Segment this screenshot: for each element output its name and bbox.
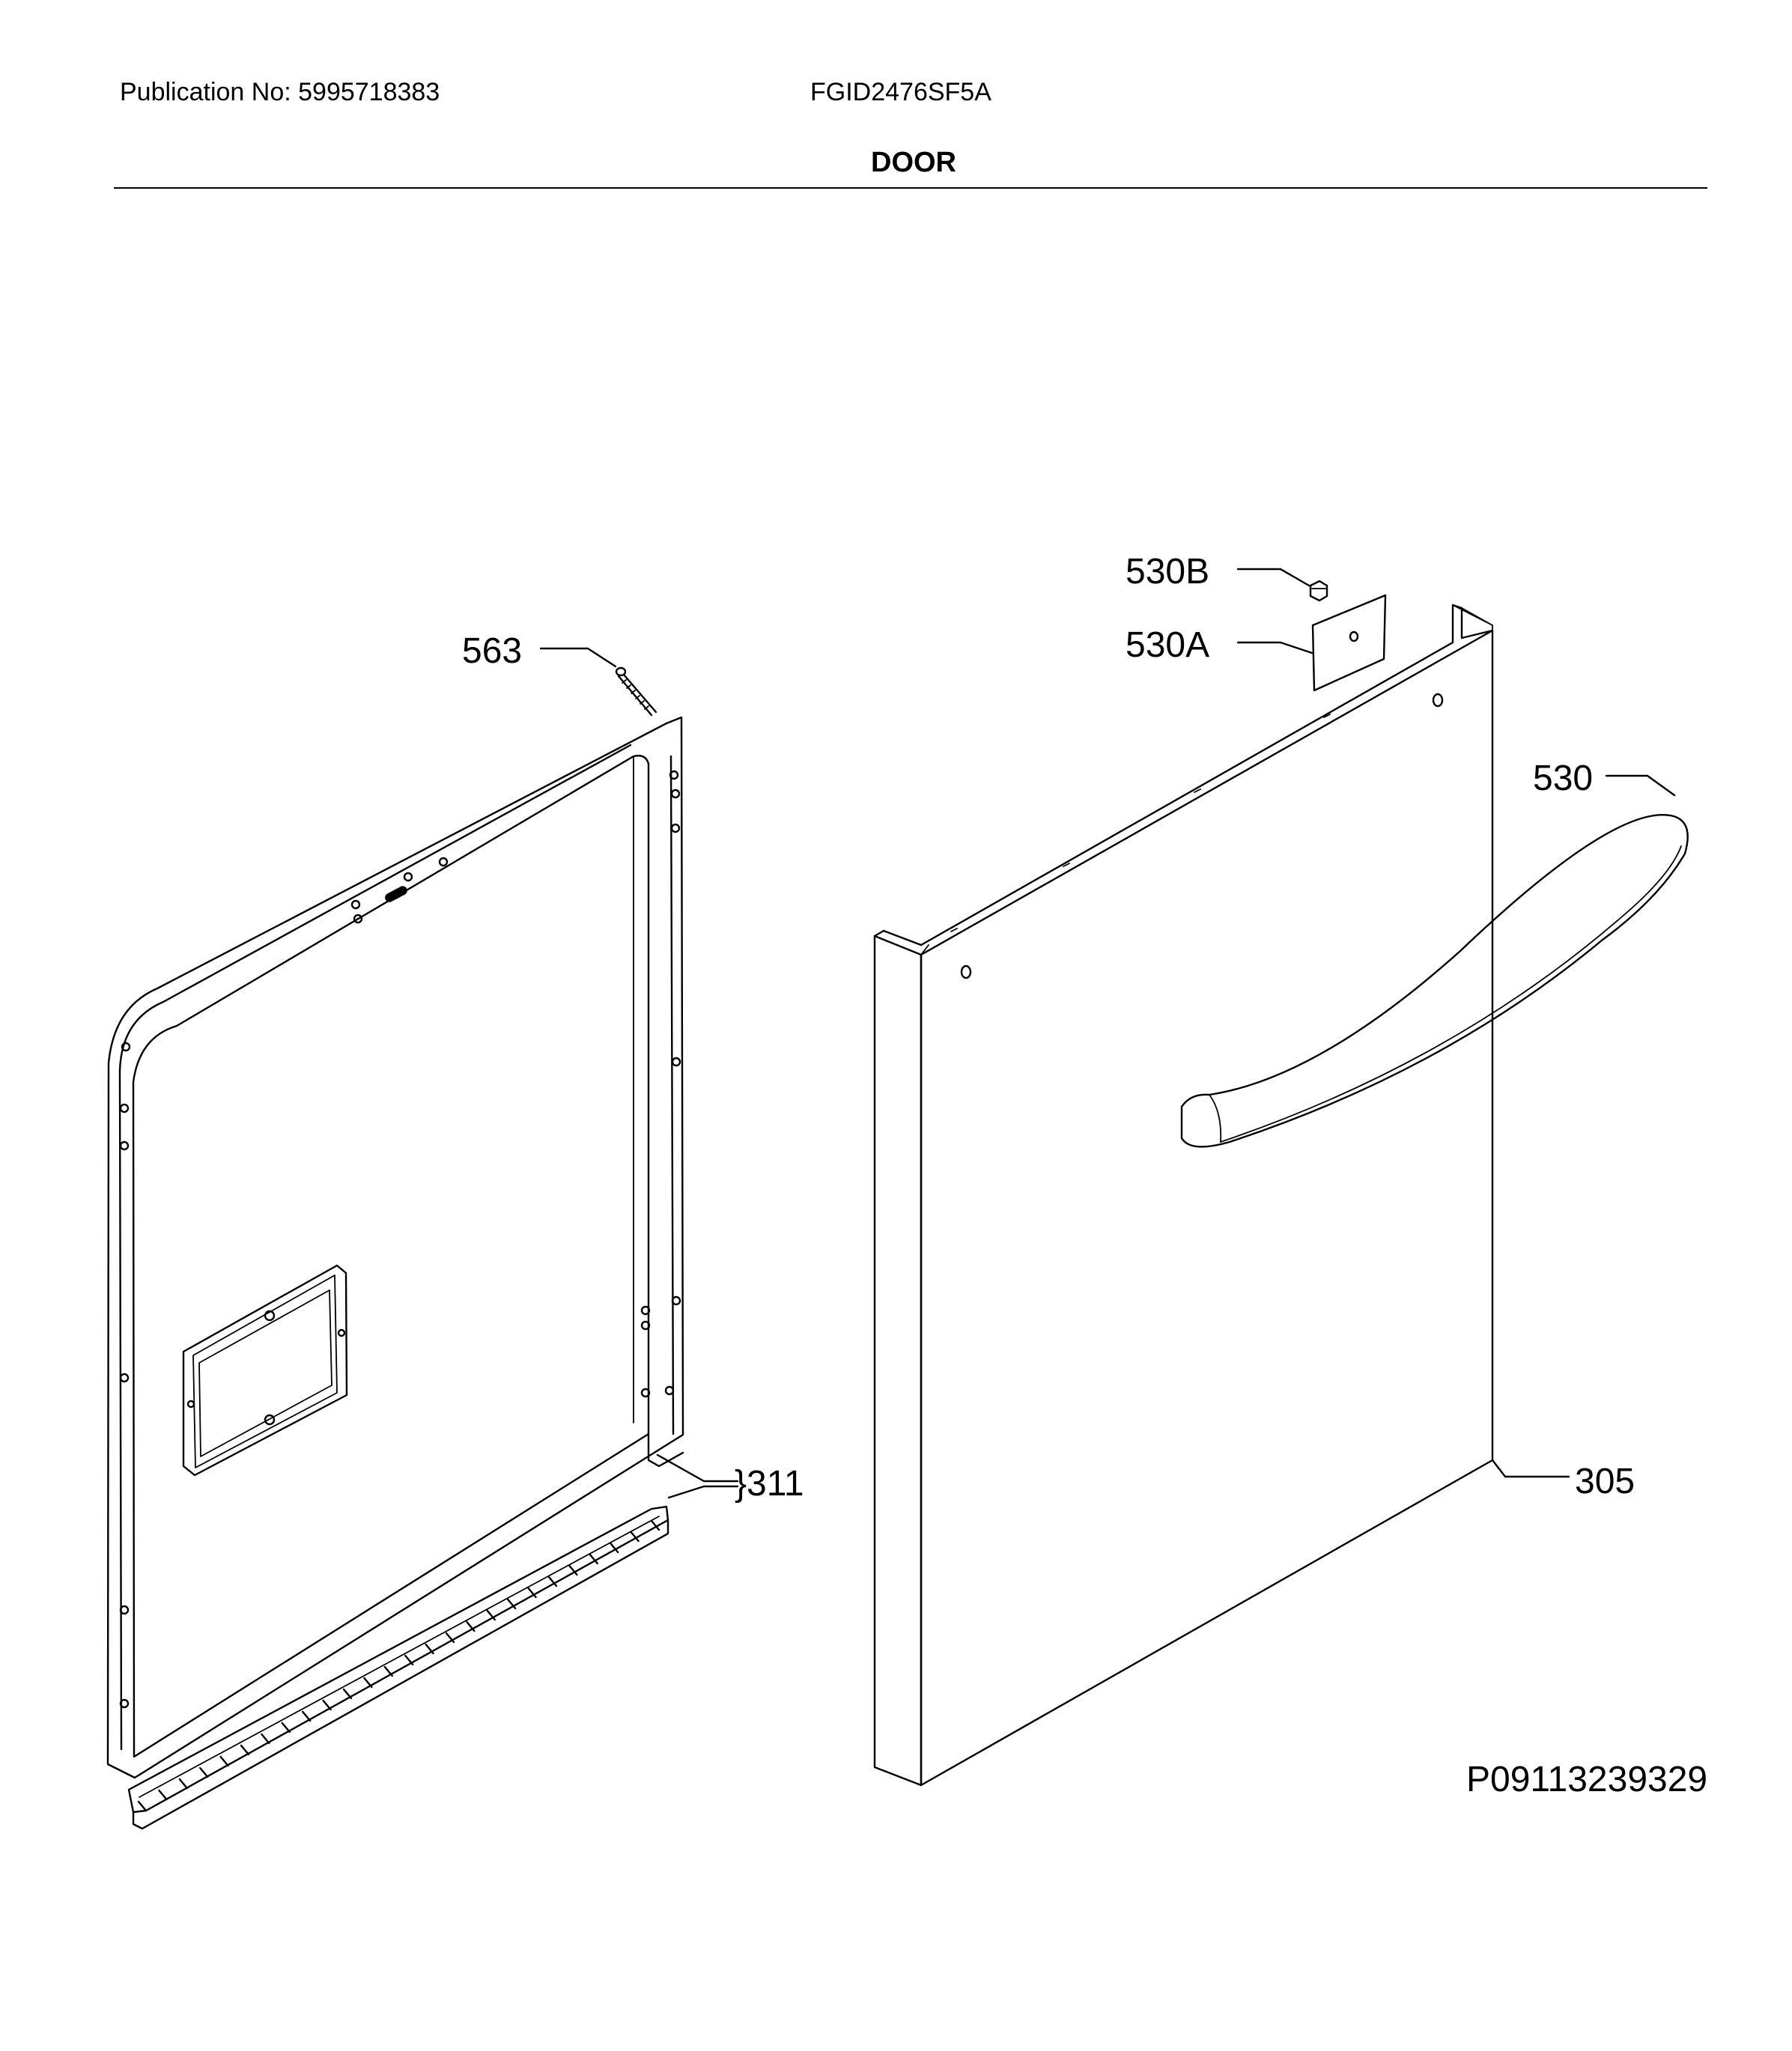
callout-530B: 530B: [1126, 552, 1210, 592]
callout-311: }311: [735, 1464, 804, 1504]
callout-530A: 530A: [1126, 625, 1210, 665]
figure-id: P09113239329: [1466, 1760, 1708, 1799]
screw-563: [615, 666, 657, 717]
callout-530: 530: [1533, 759, 1594, 798]
handle-gasket-530A: [1311, 594, 1387, 692]
publication-number: Publication No: 5995718383: [120, 78, 440, 106]
bottom-seal-strip: [127, 1505, 669, 1830]
door-handle: [1180, 814, 1689, 1148]
inner-door-liner: [106, 716, 684, 1779]
model-number: FGID2476SF5A: [810, 78, 991, 106]
outer-door-panel: [873, 604, 1494, 1787]
handle-nut-530B: [1309, 580, 1328, 602]
section-title: DOOR: [871, 147, 956, 178]
callout-305: 305: [1575, 1462, 1635, 1501]
callout-563: 563: [462, 631, 523, 671]
header-rule: [114, 187, 1707, 189]
leader-lines: [539, 568, 1676, 1499]
